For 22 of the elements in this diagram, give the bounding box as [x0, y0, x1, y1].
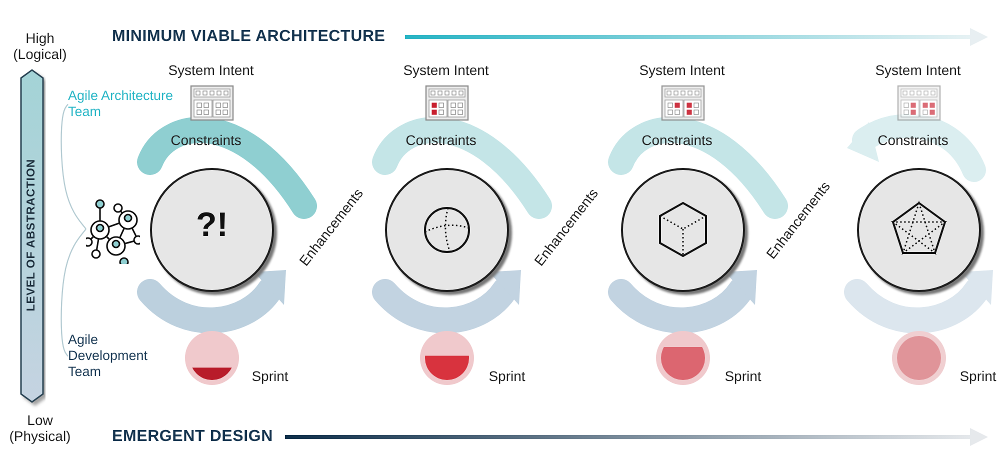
- stage-label: Constraints: [170, 132, 242, 148]
- scale-heading: EMERGENT DESIGN: [112, 428, 273, 446]
- sprint-label: Sprint: [488, 368, 526, 384]
- sprint-label: Sprint: [252, 368, 288, 384]
- stage-label: System Intent: [403, 62, 489, 78]
- stage-label: System Intent: [875, 62, 961, 78]
- stage-label: System Intent: [639, 62, 725, 78]
- scale-heading: MINIMUM VIABLE ARCHITECTURE: [112, 28, 386, 46]
- stage-label: Constraints: [406, 132, 476, 148]
- leader-line: [60, 104, 86, 230]
- stage-label: System Intent: [168, 62, 254, 78]
- team-label: Agile Architecture Team: [68, 88, 174, 120]
- team-label: Agile Development Team: [68, 332, 149, 381]
- scale-end-label: High (Logical): [12, 30, 68, 62]
- stage-symbol: ?!: [194, 206, 230, 245]
- axis-label: LEVEL OF ABSTRACTION: [25, 158, 38, 312]
- leader-line: [60, 228, 86, 357]
- scale-end-label: Low (Physical): [8, 412, 72, 444]
- stage-label: Constraints: [642, 132, 712, 148]
- stage-label: Constraints: [878, 132, 948, 148]
- sprint-label: Sprint: [960, 368, 996, 384]
- sprint-label: Sprint: [724, 368, 762, 384]
